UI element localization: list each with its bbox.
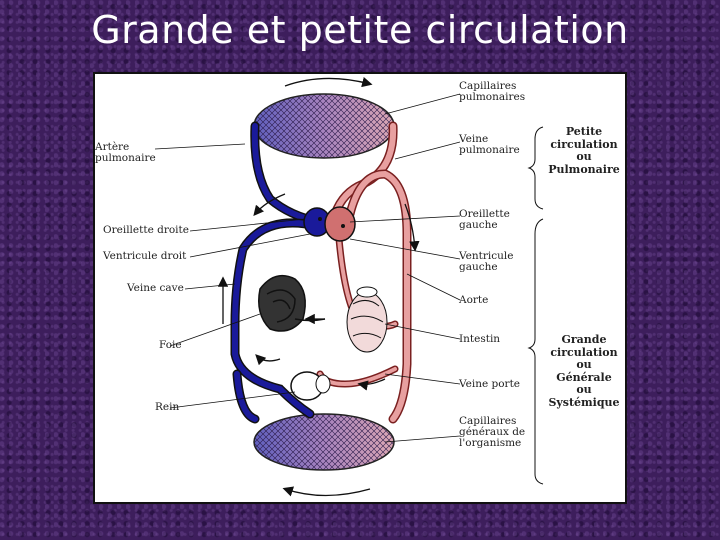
leader-lines-left — [154, 143, 311, 409]
label-ventricule-droit: Ventricule droit — [103, 250, 187, 262]
liver — [258, 274, 326, 332]
intestine — [346, 286, 388, 353]
grande-line-6: Systémique — [548, 395, 620, 409]
grande-line-1: Grande — [561, 333, 607, 346]
venous-vessels — [230, 121, 325, 424]
leader-lines-right — [349, 93, 461, 443]
grande-line-5: ou — [576, 383, 592, 396]
brace-grande — [527, 218, 544, 485]
label-capillaires-generaux: Capillaires généraux de l'organisme — [459, 415, 526, 449]
grande-line-3: ou — [576, 358, 592, 371]
circulation-illustration — [154, 77, 544, 497]
label-artere-pulmonaire: Artère pulmonaire — [95, 141, 156, 164]
label-oreillette-droite: Oreillette droite — [103, 224, 189, 236]
kidney — [290, 371, 331, 401]
flow-arrows — [217, 77, 420, 497]
petite-line-4: Pulmonaire — [548, 162, 620, 176]
label-veine-cave: Veine cave — [127, 282, 184, 294]
label-petite-circulation: Petite circulation ou Pulmonaire — [547, 125, 621, 176]
systemic-capillaries — [253, 413, 395, 471]
label-aorte: Aorte — [459, 294, 489, 306]
label-oreillette-gauche: Oreillette gauche — [459, 208, 510, 231]
label-veine-porte: Veine porte — [459, 378, 521, 390]
label-rein: Rein — [155, 401, 180, 413]
label-intestin: Intestin — [459, 333, 501, 345]
label-capillaires-pulmonaires: Capillaires pulmonaires — [459, 80, 526, 103]
label-foie: Foie — [159, 339, 182, 351]
label-grande-circulation: Grande circulation ou Générale ou Systém… — [547, 333, 621, 409]
slide-title: Grande et petite circulation — [91, 8, 629, 52]
heart — [303, 206, 356, 242]
petite-line-1: Petite — [565, 125, 603, 138]
grande-line-2: circulation — [550, 345, 618, 359]
circulation-diagram: Artère pulmonaire Oreillette droite Vent… — [93, 72, 627, 504]
brace-petite — [527, 126, 544, 210]
pulmonary-capillaries — [253, 93, 395, 159]
petite-line-3: ou — [576, 150, 592, 163]
petite-line-2: circulation — [550, 137, 618, 151]
label-veine-pulmonaire: Veine pulmonaire — [459, 133, 520, 156]
grande-line-4: Générale — [556, 370, 612, 384]
label-ventricule-gauche: Ventricule gauche — [459, 250, 514, 273]
